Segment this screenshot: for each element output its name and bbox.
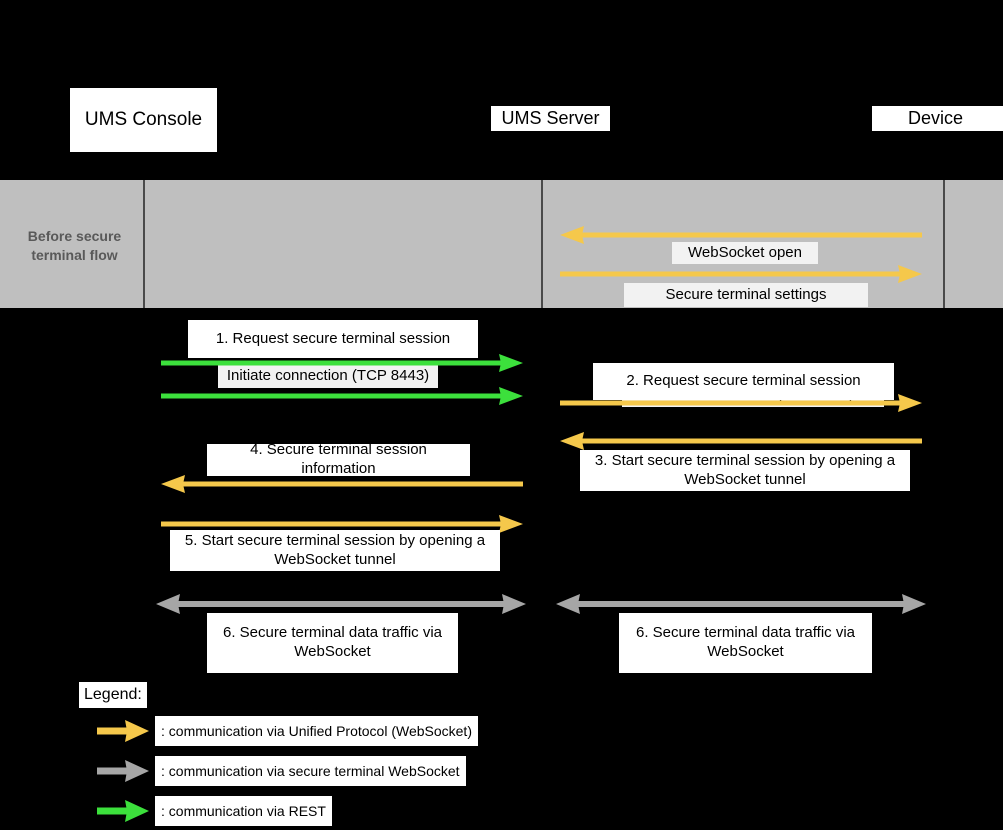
legend-arrow-unified-protocol-icon — [97, 720, 149, 742]
band-arrow-unified-right — [560, 263, 922, 285]
step-5-label: 5. Start secure terminal session by open… — [170, 530, 500, 571]
band-divider-right — [943, 180, 945, 308]
band-message-label-initiate-connection-console: Initiate connection (TCP 8443) — [218, 365, 438, 388]
step-1-arrow-rest-right — [161, 352, 523, 374]
band-divider-middle — [541, 180, 543, 308]
actor-device: Device — [872, 106, 1003, 131]
legend-label-rest: : communication via REST — [155, 796, 332, 826]
phase-band-label: Before secure terminal flow — [27, 228, 122, 263]
actor-ums-console: UMS Console — [70, 88, 217, 152]
step-2-label: 2. Request secure terminal session — [593, 363, 894, 400]
step-4-label: 4. Secure terminal session information — [207, 441, 470, 477]
actor-ums-server: UMS Server — [491, 106, 610, 131]
step-4-arrow-unified-left — [161, 473, 523, 495]
step-5-arrow-unified-right — [161, 513, 523, 535]
step-1-label: 1. Request secure terminal session — [188, 320, 478, 358]
phase-band-before-secure-terminal-flow: Before secure terminal flow Initiate con… — [0, 178, 1003, 407]
legend-title: Legend: — [79, 682, 147, 708]
legend-arrow-rest-icon — [97, 800, 149, 822]
step-6b-arrow-secure-terminal-bidirectional — [556, 593, 926, 615]
step-2-arrow-unified-right — [560, 392, 922, 414]
step-3-arrow-unified-left — [560, 430, 922, 452]
step-6a-label: 6. Secure terminal data traffic via WebS… — [207, 613, 458, 673]
legend-label-secure-terminal-websocket: : communication via secure terminal WebS… — [155, 756, 466, 786]
band-message-label-websocket-open: WebSocket open — [672, 242, 818, 264]
band-divider-left — [143, 180, 145, 308]
step-3-label: 3. Start secure terminal session by open… — [580, 450, 910, 491]
legend-arrow-secure-terminal-websocket-icon — [97, 760, 149, 782]
band-message-label-secure-terminal-settings: Secure terminal settings — [624, 283, 868, 307]
step-6b-label: 6. Secure terminal data traffic via WebS… — [619, 613, 872, 673]
legend-label-unified-protocol: : communication via Unified Protocol (We… — [155, 716, 478, 746]
step-6a-arrow-secure-terminal-bidirectional — [156, 593, 526, 615]
band-arrow-unified-left — [560, 224, 922, 246]
band-arrow-rest-right — [161, 385, 523, 407]
